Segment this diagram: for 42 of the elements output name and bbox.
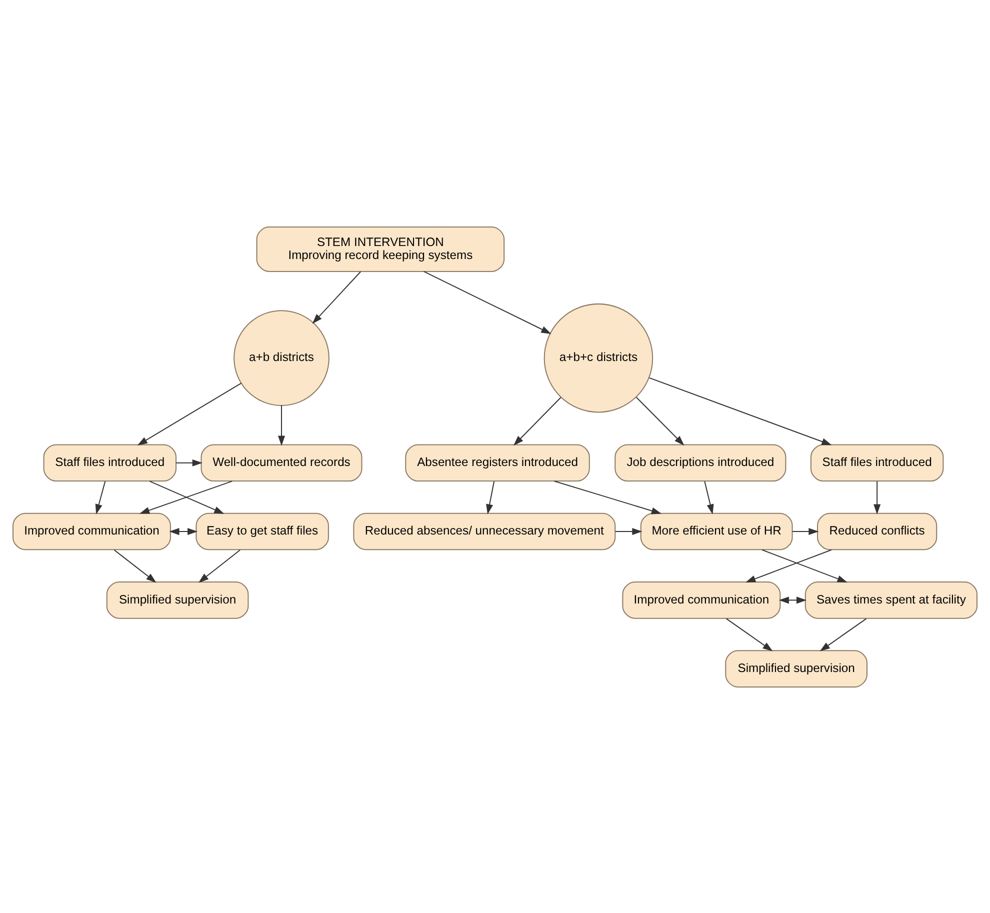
arrow xyxy=(312,270,362,324)
node-box: More efficient use of HR xyxy=(640,512,793,550)
node-box: Well-documented records xyxy=(200,444,362,482)
node-box: Simplified supervision xyxy=(725,650,868,687)
node-box: Easy to get staff files xyxy=(196,512,329,550)
arrow xyxy=(149,480,224,514)
node-box: Job descriptions introduced xyxy=(614,444,786,482)
node-box: Reduced absences/ unnecessary movement xyxy=(353,512,616,550)
arrow xyxy=(137,382,242,445)
arrow xyxy=(778,596,807,604)
node-box: Reduced conflicts xyxy=(817,512,938,550)
arrow xyxy=(139,480,232,514)
arrow xyxy=(513,396,562,446)
arrow xyxy=(554,480,662,514)
node-box: Improved communication xyxy=(12,512,171,550)
arrow xyxy=(169,527,198,535)
arrow xyxy=(820,618,867,651)
arrow xyxy=(649,376,832,445)
node-box: Absentee registers introduced xyxy=(405,444,590,482)
node-box: Improved communication xyxy=(622,580,781,618)
arrow xyxy=(486,480,495,514)
node-box: STEM INTERVENTION Improving record keeping systems xyxy=(256,226,505,272)
arrow xyxy=(95,480,106,514)
arrow xyxy=(176,458,202,466)
arrow xyxy=(198,549,240,582)
arrow xyxy=(792,527,819,535)
arrow xyxy=(636,396,684,446)
node-box: Simplified supervision xyxy=(106,580,249,618)
arrow xyxy=(278,404,286,446)
node-circle: a+b districts xyxy=(234,310,330,406)
arrow xyxy=(704,480,714,514)
node-box: Staff files introduced xyxy=(810,444,944,482)
arrow xyxy=(726,618,773,651)
arrow xyxy=(874,480,881,514)
arrow xyxy=(114,549,156,582)
node-circle: a+b+c districts xyxy=(544,302,654,412)
arrow xyxy=(615,527,642,535)
arrow xyxy=(762,548,848,582)
arrow xyxy=(424,270,552,334)
node-box: Saves times spent at facility xyxy=(804,580,978,618)
node-box: Staff files introduced xyxy=(43,444,177,482)
arrow xyxy=(745,548,832,582)
